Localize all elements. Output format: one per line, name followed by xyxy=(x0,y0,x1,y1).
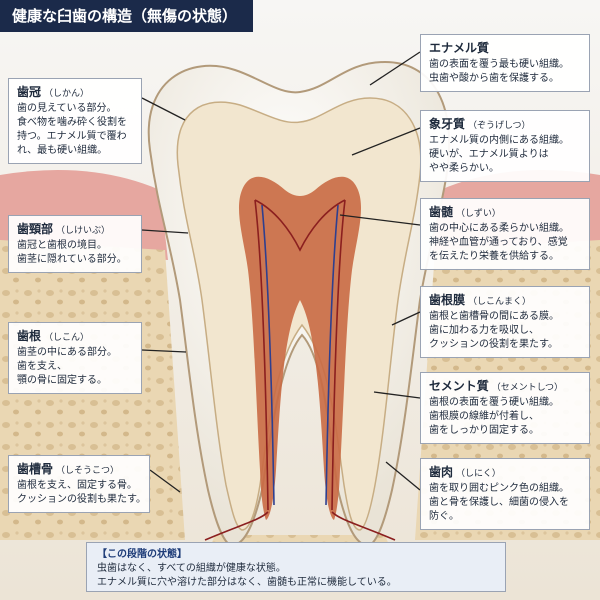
label-periodontal-ligament: 歯根膜（しこんまく） 歯根と歯槽骨の間にある膜。 歯に加わる力を吸収し、 クッシ… xyxy=(420,286,590,358)
label-name: エナメル質 xyxy=(429,41,490,55)
label-line: 歯茎に隠れている部分。 xyxy=(17,254,127,265)
label-name: セメント質 xyxy=(429,379,489,393)
label-reading: （しかん） xyxy=(44,89,90,99)
label-crown: 歯冠（しかん） 歯の見えている部分。 食べ物を噛み砕く役割を 持つ。エナメル質で… xyxy=(8,78,142,164)
label-reading: （しこん） xyxy=(44,333,90,343)
label-line: 歯根を支え、固定する骨。 xyxy=(17,480,137,491)
label-line: れ、最も硬い組織。 xyxy=(17,145,108,156)
label-dentin: 象牙質（ぞうげしつ） エナメル質の内側にある組織。 硬いが、エナメル質よりは や… xyxy=(420,110,590,182)
label-root: 歯根（しこん） 歯茎の中にある部分。 歯を支え、 顎の骨に固定する。 xyxy=(8,322,142,394)
status-heading: 【この段階の状態】 xyxy=(97,549,187,560)
status-line: エナメル質に穴や溶けた部分はなく、歯髄も正常に機能している。 xyxy=(97,577,397,588)
label-line: 歯に加わる力を吸収し、 xyxy=(429,325,539,336)
label-reading: （しそうこつ） xyxy=(56,466,120,476)
label-line: 歯根膜の線維が付着し、 xyxy=(429,411,539,422)
label-reading: （ぞうげしつ） xyxy=(468,121,531,131)
label-name: 歯槽骨 xyxy=(17,462,54,476)
label-reading: （しけいぶ） xyxy=(56,226,111,236)
label-line: 硬いが、エナメル質よりは xyxy=(429,149,549,160)
label-line: 持つ。エナメル質で覆わ xyxy=(17,131,127,142)
label-line: やや柔らかい。 xyxy=(429,163,499,174)
label-reading: （セメントしつ） xyxy=(491,383,564,393)
label-reading: （しずい） xyxy=(456,209,501,219)
label-enamel: エナメル質 歯の表面を覆う最も硬い組織。 虫歯や酸から歯を保護する。 xyxy=(420,34,590,92)
label-name: 象牙質 xyxy=(429,117,466,131)
label-line: 歯を支え、 xyxy=(17,361,67,372)
label-line: 歯と骨を保護し、細菌の侵入を xyxy=(429,497,569,508)
label-name: 歯根膜 xyxy=(429,293,466,307)
label-name: 歯肉 xyxy=(429,465,454,479)
label-line: 歯根の表面を覆う硬い組織。 xyxy=(429,397,559,408)
label-line: 歯根と歯槽骨の間にある膜。 xyxy=(429,311,559,322)
label-pulp: 歯髄（しずい） 歯の中心にある柔らかい組織。 神経や血管が通っており、感覚 を伝… xyxy=(420,198,590,270)
label-line: 歯の表面を覆う最も硬い組織。 xyxy=(429,59,569,70)
nerves-and-vessels xyxy=(204,199,396,541)
label-line: 神経や血管が通っており、感覚 xyxy=(429,237,568,248)
label-reading: （しこんまく） xyxy=(468,297,532,307)
label-line: クッションの役割を果たす。 xyxy=(429,339,558,350)
label-alveolar-bone: 歯槽骨（しそうこつ） 歯根を支え、固定する骨。 クッションの役割も果たす。 xyxy=(8,455,150,513)
page-title: 健康な臼歯の構造（無傷の状態） xyxy=(0,0,254,32)
label-name: 歯根 xyxy=(17,329,42,343)
label-line: 防ぐ。 xyxy=(429,511,459,522)
label-line: 歯の見えている部分。 xyxy=(17,103,117,114)
label-line: 顎の骨に固定する。 xyxy=(17,375,107,386)
label-line: 歯を取り囲むピンク色の組織。 xyxy=(429,483,569,494)
label-line: 虫歯や酸から歯を保護する。 xyxy=(429,73,559,84)
label-line: 歯茎の中にある部分。 xyxy=(17,347,117,358)
label-line: 食べ物を噛み砕く役割を xyxy=(17,117,127,128)
label-line: 歯をしっかり固定する。 xyxy=(429,425,539,436)
label-cementum: セメント質（セメントしつ） 歯根の表面を覆う硬い組織。 歯根膜の線維が付着し、 … xyxy=(420,372,590,444)
label-line: を伝えたり栄養を供給する。 xyxy=(429,251,559,262)
label-neck: 歯頸部（しけいぶ） 歯冠と歯根の境目。 歯茎に隠れている部分。 xyxy=(8,215,142,273)
label-line: 歯の中心にある柔らかい組織。 xyxy=(429,223,569,234)
status-line: 虫歯はなく、すべての組織が健康な状態。 xyxy=(97,563,286,574)
status-note: 【この段階の状態】 虫歯はなく、すべての組織が健康な状態。 エナメル質に穴や溶け… xyxy=(86,542,506,592)
label-line: エナメル質の内側にある組織。 xyxy=(429,135,569,146)
label-name: 歯髄 xyxy=(429,205,454,219)
label-line: クッションの役割も果たす。 xyxy=(17,494,146,505)
label-reading: （しにく） xyxy=(456,469,501,479)
label-gum: 歯肉（しにく） 歯を取り囲むピンク色の組織。 歯と骨を保護し、細菌の侵入を 防ぐ… xyxy=(420,458,590,530)
label-name: 歯冠 xyxy=(17,85,42,99)
leader-lines xyxy=(141,51,421,493)
pulp-chamber xyxy=(238,176,362,520)
label-line: 歯冠と歯根の境目。 xyxy=(17,240,107,251)
label-name: 歯頸部 xyxy=(17,222,54,236)
